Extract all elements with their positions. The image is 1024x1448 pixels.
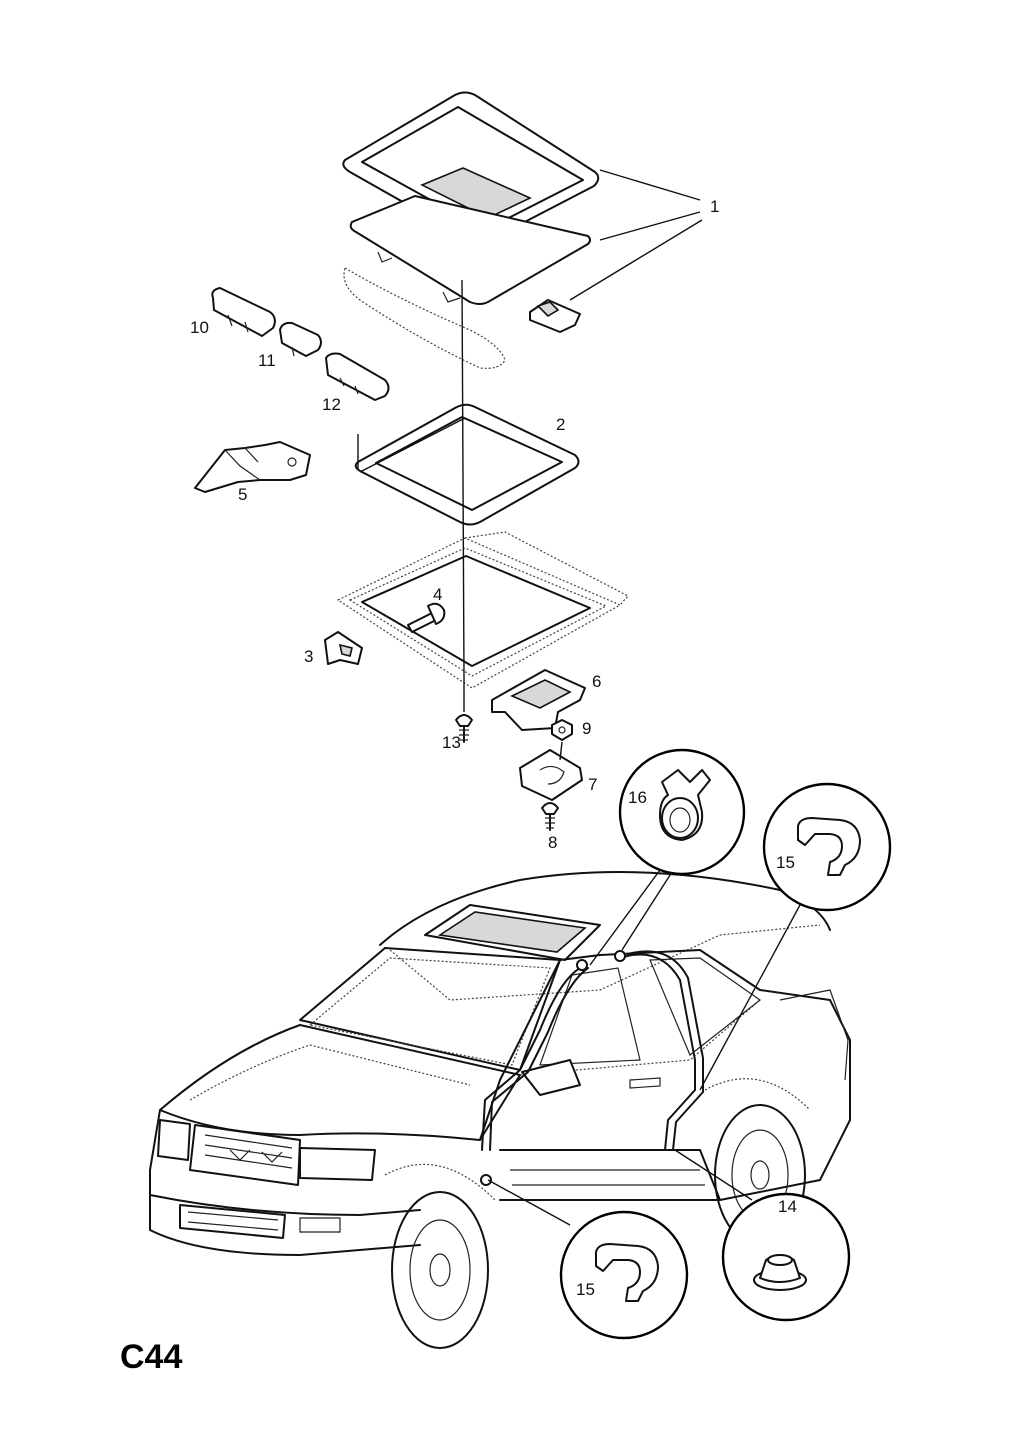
detail-circle-clip-15-right [699,782,892,1091]
callout-11: 11 [258,351,276,370]
diagram-code: C44 [120,1338,182,1376]
callout-14: 14 [778,1197,797,1216]
callout-13: 13 [442,733,461,752]
callout-3: 3 [304,647,313,666]
drain-hoses [480,950,704,1186]
callout-1-leaders [569,169,703,301]
callout-5: 5 [238,485,247,504]
callout-4: 4 [433,585,442,604]
sunroof-frame [336,531,629,689]
callout-7: 7 [588,775,597,794]
callout-12: 12 [322,395,341,414]
nut-9 [551,719,573,741]
vehicle-outline [149,871,851,1349]
handle-10 [211,287,276,337]
detail-circle-clip-16 [589,748,746,966]
callout-8: 8 [548,833,557,852]
assembly-lines [357,279,563,761]
part-1-bracket [529,299,581,333]
callout-10: 10 [190,318,209,337]
detail-circle-grommet-14 [674,1149,851,1322]
callout-16: 16 [628,788,647,807]
callout-2: 2 [556,415,565,434]
wind-deflector [343,267,506,369]
callout-15-right: 15 [776,853,795,872]
screw-8 [541,802,559,831]
handle-12 [325,352,390,401]
callout-labels: 1 2 3 4 5 6 7 8 9 10 11 12 13 14 15 15 1… [190,197,797,1299]
plate-7 [519,749,583,801]
screw-13 [455,714,473,743]
clip-3 [324,631,363,665]
handle-11 [279,321,322,357]
bracket-5 [194,441,311,493]
callout-15-bottom: 15 [576,1280,595,1299]
seal-frame-2 [354,403,580,526]
callout-1: 1 [710,197,719,216]
bolt-4 [407,602,446,633]
callout-6: 6 [592,672,601,691]
bracket-6 [491,669,586,731]
detail-circle-clip-15-bottom [487,1179,689,1340]
sunroof-glass-assembly [342,91,600,305]
callout-9: 9 [582,719,591,738]
